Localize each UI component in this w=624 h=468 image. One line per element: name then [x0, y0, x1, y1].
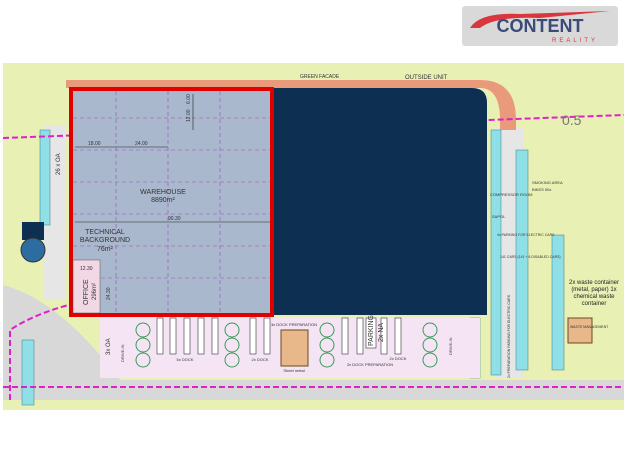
bikes-label: BIKES 50x: [532, 187, 551, 192]
smoking-label: SMOKING AREA: [532, 180, 563, 185]
tank-base: [22, 222, 44, 240]
green-facade: [66, 80, 516, 130]
column-grid: [73, 91, 270, 313]
drive-in-left: DRIVE-IN: [120, 344, 125, 362]
waste-management-label: WASTE MANAGEMENT: [570, 325, 609, 329]
parking-na-count: 2x NA: [378, 323, 385, 342]
dock-doors: [156, 317, 402, 355]
waste-containers-label: 2x waste container (metal, paper) 1x che…: [566, 280, 622, 308]
waste-management-area: [567, 317, 593, 344]
technical-label: TECHNICAL: [85, 229, 125, 236]
drive-in-right: DRIVE-IN: [448, 337, 453, 355]
dock-2x-left-label: 2x DOCK: [252, 357, 269, 362]
warehouse-label: WAREHOUSE: [140, 189, 186, 196]
sapol-label: SAPOL: [492, 214, 506, 219]
dock-5x-label: 5x DOCK: [177, 357, 194, 362]
dock-3x-prep-label: 3x DOCK PREPARATION: [271, 322, 317, 327]
electric-prep-label: 2x PREPARATION PARKING FOR ELECTRIC CARS: [507, 294, 511, 378]
office-area: 296m²: [92, 283, 98, 300]
dim-24: 24.00: [135, 141, 148, 147]
technical-area: 76m²: [97, 246, 114, 253]
outside-unit-label: OUTSIDE UNIT: [405, 75, 448, 81]
zone-value: 0.5: [562, 112, 582, 128]
warehouse-area: 8890m²: [151, 197, 175, 204]
logo-subtext: REALITY: [552, 38, 598, 44]
parking-na-label: PARKING: [368, 315, 375, 346]
dimension-lines: [75, 94, 270, 223]
dim-90: 90.30: [168, 216, 181, 222]
dim-12-30: 12.30: [80, 266, 93, 272]
sheet-metal-storage: [280, 329, 309, 367]
logo-text: CONTENT: [497, 16, 584, 36]
dock-2x-right-label: 2x DOCK: [390, 356, 407, 361]
technical-label-2: BACKGROUND: [80, 237, 130, 244]
content-reality-logo: CONTENT REALITY: [462, 6, 618, 46]
cars-label: 141 CARS (141 + 6 DISABLED CARS): [500, 255, 561, 259]
dim-24-30: 24.30: [106, 287, 112, 300]
dock-2x-prep-label: 2x DOCK PREPARATION: [347, 362, 393, 367]
electric-parking-label: 4x PARKING FOR ELECTRIC CARS: [497, 233, 555, 237]
office-label: OFFICE: [83, 279, 90, 305]
trees: [135, 322, 438, 368]
water-tank-icon: [20, 237, 46, 263]
sheet-metal-label: Sheet metal: [283, 368, 304, 373]
green-facade-label: GREEN FACADE: [300, 74, 340, 80]
dim-18: 18.00: [88, 141, 101, 147]
warehouse-outline: [69, 87, 274, 317]
access-road: [3, 285, 624, 400]
outside-unit-block: [273, 88, 487, 315]
oa-parking-label: 26 x OA: [56, 153, 62, 175]
compressor-label: COMPRESSOR ROOM: [490, 192, 532, 197]
dim-12: 12.00: [186, 109, 192, 122]
dim-6: 6.00: [186, 94, 192, 104]
office-room: [72, 259, 101, 314]
oa-left-label: 3x OA: [106, 338, 112, 355]
